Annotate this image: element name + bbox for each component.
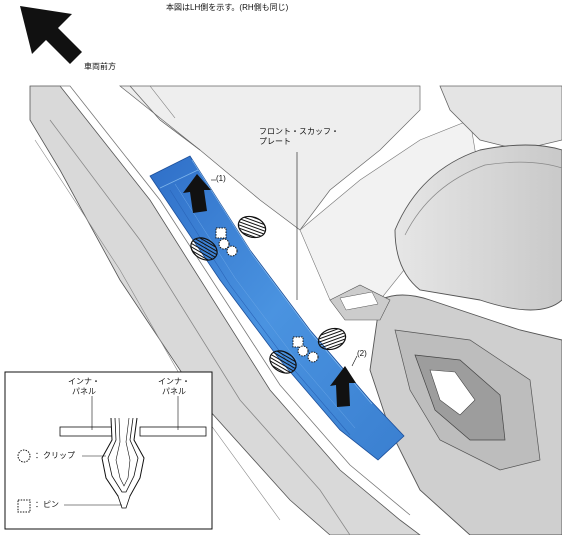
- leader-lines: [211, 152, 358, 367]
- part-name-line1: フロント・スカッフ・: [259, 127, 339, 136]
- inset-cross-section: [4, 371, 213, 530]
- inset-panel-left-line1: インナ・: [68, 377, 100, 386]
- inset-panel-right-line2: パネル: [162, 387, 186, 396]
- removal-arrow-2: [330, 366, 356, 407]
- legend-clip-icon: [17, 449, 31, 463]
- part-name-label: フロント・スカッフ・ プレート: [259, 127, 339, 147]
- hatched-ellipse-icon: [190, 215, 347, 374]
- direction-label: 車両前方: [84, 62, 116, 71]
- arrow-up-left-icon: [20, 6, 82, 64]
- legend-pin-icon: [17, 499, 31, 513]
- inset-panel-right-line1: インナ・: [158, 377, 190, 386]
- inset-clip-legend: ：クリップ: [35, 451, 75, 460]
- part-name-line2: プレート: [259, 137, 291, 146]
- removal-arrow-1: [183, 174, 211, 213]
- inset-panel-right-label: インナ・ パネル: [158, 377, 190, 397]
- dotted-circle-icon: [218, 238, 319, 363]
- callout-1: (1): [216, 174, 226, 183]
- inset-pin-legend: ：ピン: [35, 500, 59, 509]
- dotted-square-icon: [215, 227, 304, 348]
- inset-panel-left-label: インナ・ パネル: [68, 377, 100, 397]
- vehicle-body-illustration: [29, 85, 562, 535]
- callout-2: (2): [357, 349, 367, 358]
- inset-panel-left-line2: パネル: [72, 387, 96, 396]
- diagram-note: 本図はLH側を示す。(RH側も同じ): [166, 3, 289, 12]
